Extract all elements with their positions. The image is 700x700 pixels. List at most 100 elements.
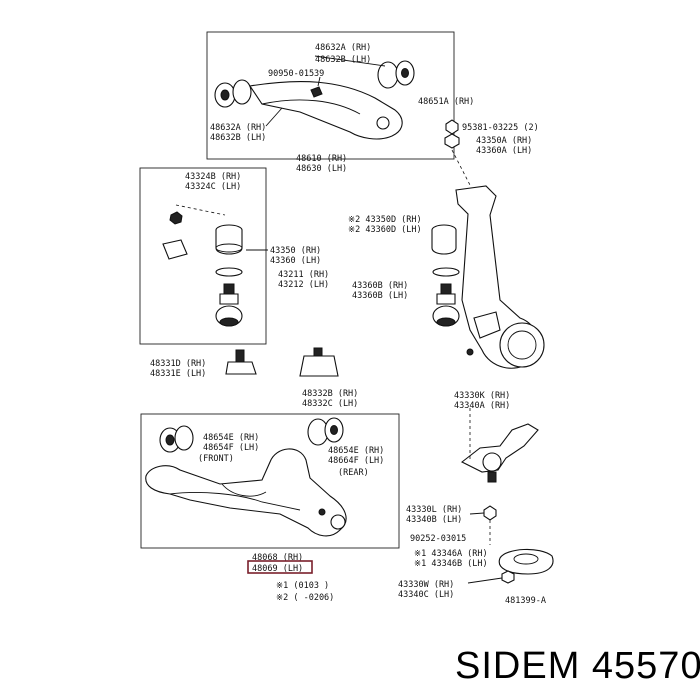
label-ball-joint-rh: 43350 (RH): [270, 246, 321, 256]
label-stopper-rh: 48332B (RH): [302, 389, 358, 399]
label-upper-ball-nut-rh: 43350A (RH): [476, 136, 532, 146]
label-lower-arm-rh: 48068 (RH): [252, 553, 303, 563]
label-knuckle-lower-lh: 43340C (LH): [398, 590, 454, 600]
label-upper-arm-inner-rh: 48632A (RH): [210, 123, 266, 133]
label-snap-ring-rh: 43211 (RH): [278, 270, 329, 280]
right-stud-neck: [436, 293, 456, 305]
leader-upper-bushing: [314, 55, 386, 67]
label-lower-ball-lh: 43360B (LH): [352, 291, 408, 301]
upper-arm-ball-seat: [376, 116, 390, 130]
label-front-bushing-lh: 48654F (LH): [203, 443, 259, 453]
label-knuckle-lh: 43340A (RH): [454, 401, 510, 411]
label-upper-ball-nut-lh: 43360A (LH): [476, 146, 532, 156]
castle-nut-icon: [444, 133, 460, 149]
label-rear-bushing-lh: 48664F (LH): [328, 456, 384, 466]
rear-bushing-hole: [330, 425, 338, 435]
upper-bushing-front-b: [232, 79, 252, 105]
label-knuckle-rh: 43330K (RH): [454, 391, 510, 401]
front-bushing-hole: [165, 434, 175, 446]
upper-arm-rib: [261, 99, 361, 115]
grease-fitting-icon: [310, 86, 323, 98]
label-stopper-lh: 48332C (LH): [302, 399, 358, 409]
lower-arm-bolt: [318, 508, 326, 516]
label-upper-arm-inner-lh: 48632B (LH): [210, 133, 266, 143]
bump-stop-left-stud: [235, 349, 245, 363]
bumper-group: 48331D (RH) 48331E (LH) 48332B (RH) 4833…: [150, 347, 358, 409]
left-ball-joint-frame: [139, 167, 267, 345]
spacer-plate-hole: [513, 553, 539, 565]
upper-bushing-rear: [377, 61, 399, 89]
label-front-bushing-rh: 48654E (RH): [203, 433, 259, 443]
lower-arm-frame: [140, 413, 400, 549]
label-bumper-lh: 48331E (LH): [150, 369, 206, 379]
leader-upper-inner: [265, 107, 283, 127]
dust-seal-plate: [162, 239, 188, 260]
label-dust-cover-rh: 43324B (RH): [185, 172, 241, 182]
brand-caption: SIDEM 45570: [455, 645, 700, 687]
upper-nut-group: 95381-03225 (2) 43350A (RH) 43360A (LH): [444, 119, 539, 186]
upper-arm-frame: [206, 31, 455, 160]
label-lower-arm-lh: 48069 (LH): [252, 564, 303, 574]
label-note-1: ※1 (0103 ): [276, 581, 329, 591]
label-lower-ball-lower-rh: 43330L (RH): [406, 505, 462, 515]
lower-arm-body: [145, 448, 347, 537]
right-boot: [431, 230, 457, 255]
label-dust-cover-lh: 43324C (LH): [185, 182, 241, 192]
label-spacer-rh: ※1 43346A (RH): [414, 549, 488, 559]
dash-left-a: [175, 204, 226, 216]
ball-joint-boot-rib: [215, 243, 243, 253]
knuckle-hub-bore: [499, 322, 545, 368]
right-snap-ring: [432, 267, 460, 277]
highlight-box: [247, 560, 313, 574]
label-snap-ring-lh: 43212 (LH): [278, 280, 329, 290]
label-figure-code: 481399-A: [505, 596, 546, 606]
label-upper-arm-assy: 48651A (RH): [418, 97, 474, 107]
right-ball-joint-group: ※2 43350D (RH) ※2 43360D (LH) 43360B (RH…: [348, 215, 460, 327]
label-nut-code: 95381-03225 (2): [462, 123, 539, 133]
spacer-group: ※1 43346A (RH) ※1 43346B (LH) 43330W (RH…: [398, 548, 554, 600]
label-rear-tag: (REAR): [338, 468, 369, 478]
ball-stud-neck: [219, 293, 239, 305]
label-spacer-lh: ※1 43346B (LH): [414, 559, 488, 569]
label-ball-joint-lh: 43360 (LH): [270, 256, 321, 266]
leader-spacer-nut: [467, 577, 503, 584]
snap-ring: [215, 267, 243, 277]
lower-arm-rib: [169, 492, 301, 511]
spacer-plate: [498, 548, 554, 575]
bump-stop-left: [225, 361, 257, 375]
label-lower-ball-rh: 43360B (RH): [352, 281, 408, 291]
right-housing-base: [436, 317, 456, 327]
lower-castle-nut-icon: [483, 505, 497, 521]
upper-arm-body: [249, 81, 403, 140]
dash-nut-to-knuckle: [451, 149, 471, 186]
left-ball-joint-group: 43324B (RH) 43324C (LH) 43350 (RH) 43360…: [139, 167, 321, 345]
small-nut-icon: [169, 211, 183, 225]
label-lower-ball-lower-lh: 43340B (LH): [406, 515, 462, 525]
upper-bushing-rear-hole: [401, 68, 409, 78]
lower-ball-stud: [487, 471, 497, 483]
bump-stop-right: [299, 355, 339, 377]
front-bushing-b: [174, 425, 194, 451]
leader-lower-nut: [469, 512, 485, 515]
knuckle-hub-inner: [507, 330, 537, 360]
steering-knuckle: [455, 185, 545, 369]
label-upper-arm-lh: 48630 (LH): [296, 164, 347, 174]
label-upper-arm-bushing-rh: 48632A (RH): [315, 43, 371, 53]
knuckle-bolt: [466, 348, 474, 356]
label-upper-arm-rh: 48610 (RH): [296, 154, 347, 164]
label-grease-fitting: 90950-01539: [268, 69, 324, 79]
spacer-nut-icon: [501, 570, 515, 584]
label-note-2: ※2 ( -0206): [276, 593, 334, 603]
lower-arm-web: [221, 483, 267, 497]
label-bumper-rh: 48331D (RH): [150, 359, 206, 369]
label-knuckle-lower-rh: 43330W (RH): [398, 580, 454, 590]
label-nut-code-2: 90252-03015: [410, 534, 466, 544]
lower-ball-joint-housing: [482, 452, 502, 472]
label-upper-ball-rh-star: ※2 43350D (RH): [348, 215, 422, 225]
lower-arm-group: 48654E (RH) 48654F (LH) (FRONT) 48654E (…: [140, 413, 400, 549]
bump-stop-right-stud: [313, 347, 323, 357]
lower-arm-ball-seat: [330, 514, 346, 530]
knuckle-arm: [473, 311, 501, 339]
right-stud-thread: [440, 283, 452, 295]
upper-bushing-front-hole: [220, 89, 230, 101]
